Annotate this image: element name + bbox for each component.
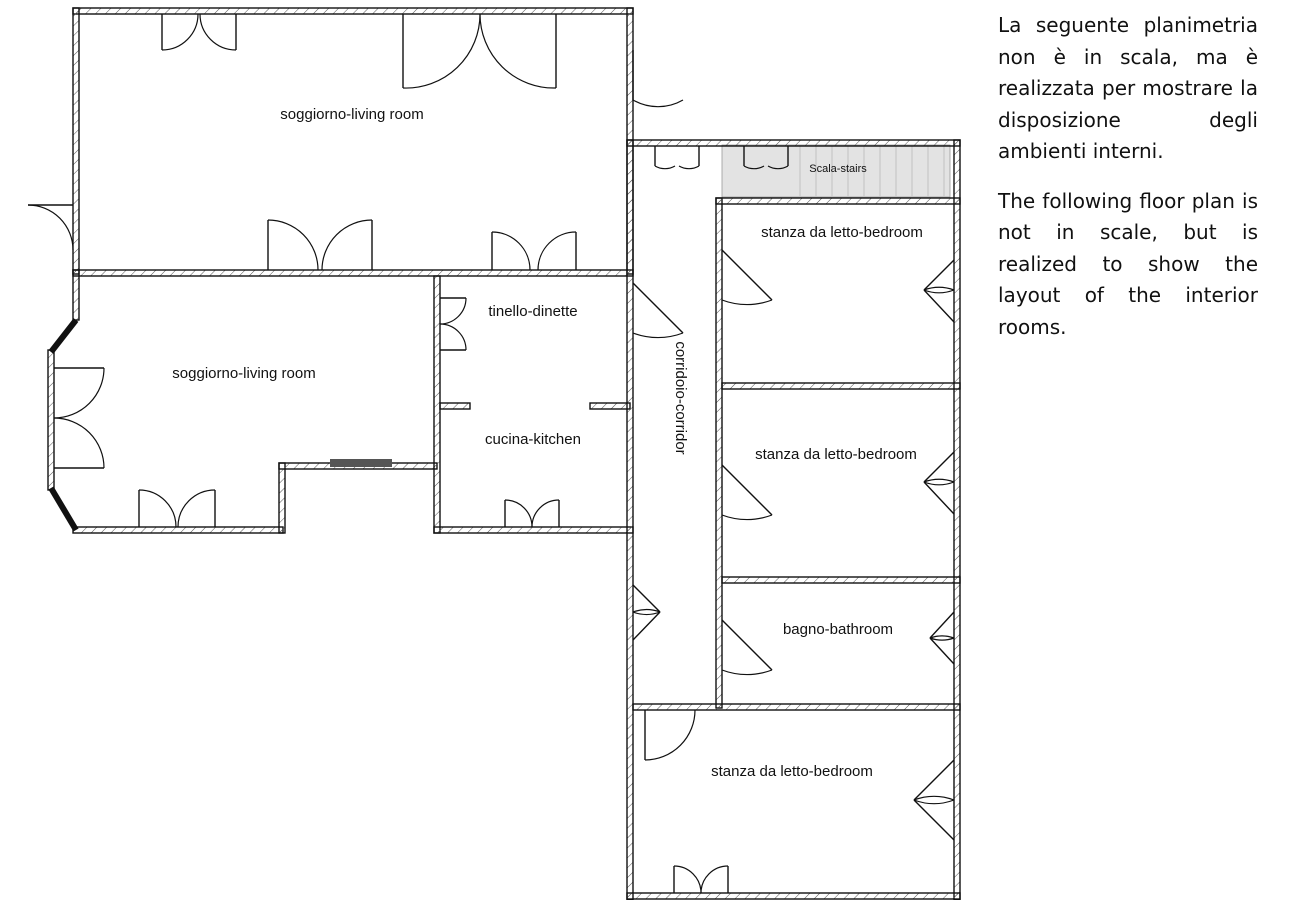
walls	[47, 7, 961, 900]
door-living-bottom-a	[267, 219, 319, 271]
room-label-kitchen: cucina-kitchen	[485, 431, 581, 448]
door-living-top-c	[402, 13, 481, 89]
door-bedroom-1-window-a	[923, 259, 955, 294]
door-bedroom-3-window-b	[913, 795, 955, 841]
doors	[27, 13, 955, 894]
room-label-bedroom-3: stanza da letto-bedroom	[711, 763, 873, 780]
wall-bath-bed3	[632, 703, 961, 711]
room-label-living-left: soggiorno-living room	[172, 365, 315, 382]
wall-dinette-kitchen-a	[439, 402, 471, 410]
floor-plan: soggiorno-living room soggiorno-living r…	[27, 7, 961, 900]
door-bedroom-3-bottom-a	[673, 865, 702, 894]
door-corridor-side-b	[632, 608, 661, 641]
door-bay-b	[53, 417, 105, 469]
door-dinette-a	[439, 297, 467, 325]
wall-dinette-kitchen-b	[589, 402, 631, 410]
door-entrance-exterior	[632, 50, 684, 108]
room-label-dinette: tinello-dinette	[488, 303, 577, 320]
note-english: The following floor plan is not in scale…	[998, 188, 1258, 339]
door-bay-a	[53, 367, 105, 419]
door-corridor-side-a	[632, 584, 661, 616]
door-stairs-a	[743, 146, 765, 170]
door-bedroom-1	[721, 249, 773, 306]
room-label-bedroom-1: stanza da letto-bedroom	[761, 224, 923, 241]
door-living-bottom-c	[491, 231, 531, 271]
wall-stairs-bottom	[715, 197, 961, 205]
plan-notes: La seguente planimetria non è in scala, …	[998, 10, 1258, 361]
wall-bed1-bed2	[721, 382, 961, 390]
door-stairs-b	[767, 146, 789, 170]
door-bedroom-2	[721, 464, 773, 521]
wall-bay-left	[47, 349, 55, 491]
note-italian: La seguente planimetria non è in scala, …	[998, 13, 1258, 163]
door-bathroom-window-b	[929, 635, 955, 665]
stairs-area	[721, 144, 951, 198]
door-living-top-a	[161, 13, 199, 51]
door-bedroom-1-window-b	[923, 286, 955, 323]
wall-top	[72, 7, 634, 15]
wall-living-divider	[72, 269, 634, 277]
wall-east-right	[953, 139, 961, 900]
room-label-bedroom-2: stanza da letto-bedroom	[755, 446, 917, 463]
wall-bay-diagonal-bottom	[48, 486, 79, 532]
door-living-exterior-left	[27, 204, 74, 251]
wall-corridor-right	[715, 197, 723, 709]
door-kitchen-a	[504, 499, 533, 528]
door-bedroom-2-window-b	[923, 478, 955, 515]
door-living-bottom-d	[537, 231, 577, 271]
wall-east-top	[626, 139, 961, 147]
door-corridor-top-b	[678, 146, 700, 170]
door-kitchen-b	[531, 499, 560, 528]
wall-dinette-left	[433, 275, 441, 534]
door-living-left-bottom-b	[177, 489, 216, 528]
door-corridor-top-a	[654, 146, 676, 170]
wall-bay-diagonal-top	[48, 318, 79, 354]
room-label-living-top: soggiorno-living room	[280, 106, 423, 123]
door-bathroom	[721, 619, 773, 676]
door-living-top-b	[199, 13, 237, 51]
wall-kitchen-bottom	[433, 526, 634, 534]
door-living-top-d	[479, 13, 557, 89]
door-bedroom-2-window-a	[923, 451, 955, 486]
wall-step	[278, 462, 286, 534]
wall-corridor-left	[626, 139, 634, 900]
door-corridor-dinette	[632, 282, 684, 339]
wall-left-upper	[72, 7, 80, 275]
door-bedroom-3-bottom-b	[700, 865, 729, 894]
door-living-left-bottom-a	[138, 489, 177, 528]
room-label-bathroom: bagno-bathroom	[783, 621, 893, 638]
wall-living-bottom	[72, 526, 284, 534]
door-bedroom-3	[644, 709, 696, 761]
wall-bottom	[626, 892, 961, 900]
door-living-bottom-b	[321, 219, 373, 271]
door-dinette-b	[439, 323, 467, 351]
wall-bed2-bath	[721, 576, 961, 584]
door-bedroom-3-window-a	[913, 759, 955, 805]
wall-left-lower	[72, 269, 80, 321]
room-label-stairs: Scala-stairs	[809, 163, 867, 175]
room-label-corridor: corridoio-corridor	[672, 341, 689, 454]
kitchen-counter	[330, 459, 392, 467]
